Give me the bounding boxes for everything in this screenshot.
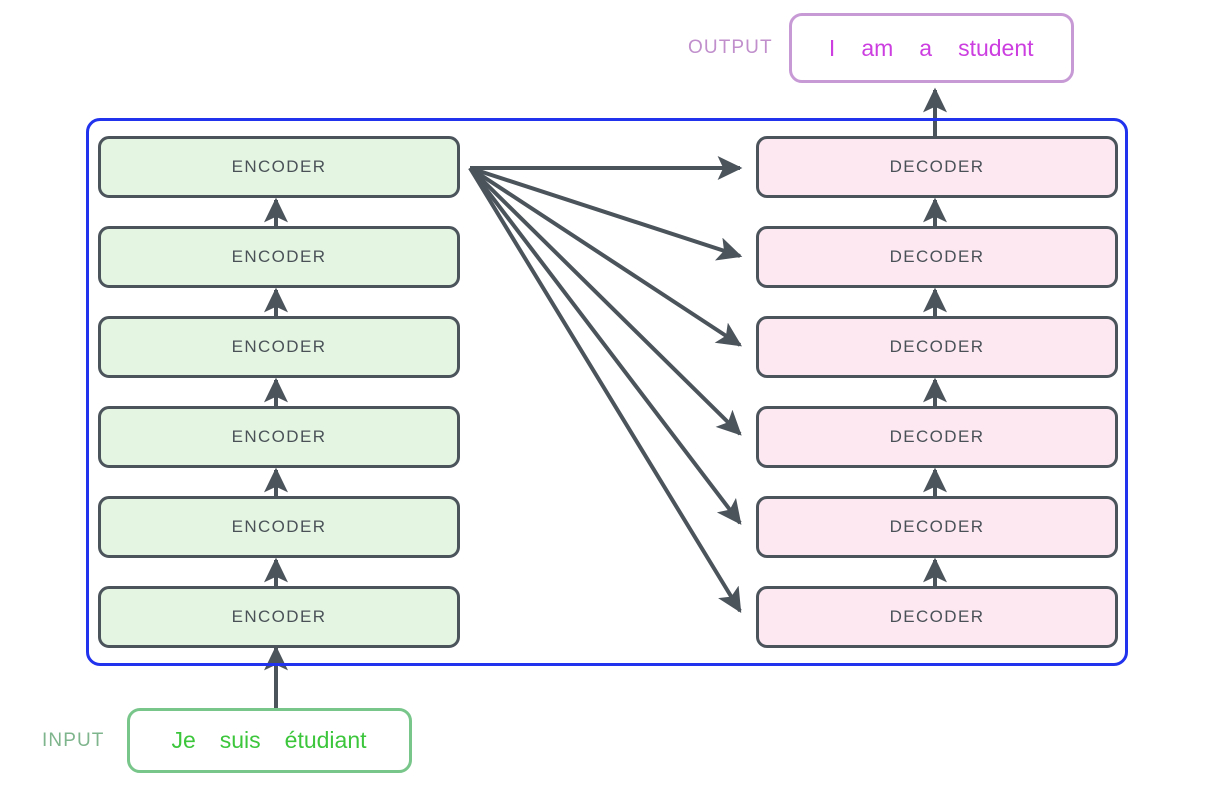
encoder-stack: ENCODER ENCODER ENCODER ENCODER ENCODER … xyxy=(98,136,460,648)
input-row: INPUT Je suis étudiant xyxy=(42,708,412,773)
output-row: OUTPUT I am a student xyxy=(688,13,1074,83)
input-token: étudiant xyxy=(284,727,367,753)
decoder-block-1[interactable]: DECODER xyxy=(756,136,1118,198)
encoder-block-1[interactable]: ENCODER xyxy=(98,136,460,198)
decoder-block-3[interactable]: DECODER xyxy=(756,316,1118,378)
encoder-block-label: ENCODER xyxy=(231,517,327,536)
output-token: I xyxy=(828,34,836,61)
input-label: INPUT xyxy=(42,729,105,751)
output-token: a xyxy=(919,34,933,61)
decoder-block-2[interactable]: DECODER xyxy=(756,226,1118,288)
encoder-block-5[interactable]: ENCODER xyxy=(98,496,460,558)
decoder-stack: DECODER DECODER DECODER DECODER DECODER … xyxy=(756,136,1118,648)
encoder-block-4[interactable]: ENCODER xyxy=(98,406,460,468)
input-token: suis xyxy=(219,727,261,753)
input-token: Je xyxy=(171,727,196,753)
decoder-block-6[interactable]: DECODER xyxy=(756,586,1118,648)
decoder-block-label: DECODER xyxy=(889,157,985,176)
output-token: student xyxy=(958,34,1034,61)
decoder-block-4[interactable]: DECODER xyxy=(756,406,1118,468)
encoder-block-3[interactable]: ENCODER xyxy=(98,316,460,378)
output-token: am xyxy=(861,34,894,61)
decoder-block-label: DECODER xyxy=(889,337,985,356)
encoder-block-2[interactable]: ENCODER xyxy=(98,226,460,288)
decoder-block-label: DECODER xyxy=(889,247,985,266)
decoder-block-label: DECODER xyxy=(889,427,985,446)
decoder-block-label: DECODER xyxy=(889,607,985,626)
decoder-block-label: DECODER xyxy=(889,517,985,536)
output-sentence-box[interactable]: I am a student xyxy=(788,13,1074,83)
decoder-block-5[interactable]: DECODER xyxy=(756,496,1118,558)
encoder-block-label: ENCODER xyxy=(231,607,327,626)
model-container-outline xyxy=(86,118,1128,666)
encoder-block-label: ENCODER xyxy=(231,427,327,446)
encoder-block-label: ENCODER xyxy=(231,247,327,266)
encoder-block-6[interactable]: ENCODER xyxy=(98,586,460,648)
encoder-block-label: ENCODER xyxy=(231,337,327,356)
output-label: OUTPUT xyxy=(688,37,773,58)
input-sentence-box[interactable]: Je suis étudiant xyxy=(126,708,412,773)
encoder-block-label: ENCODER xyxy=(231,157,327,176)
